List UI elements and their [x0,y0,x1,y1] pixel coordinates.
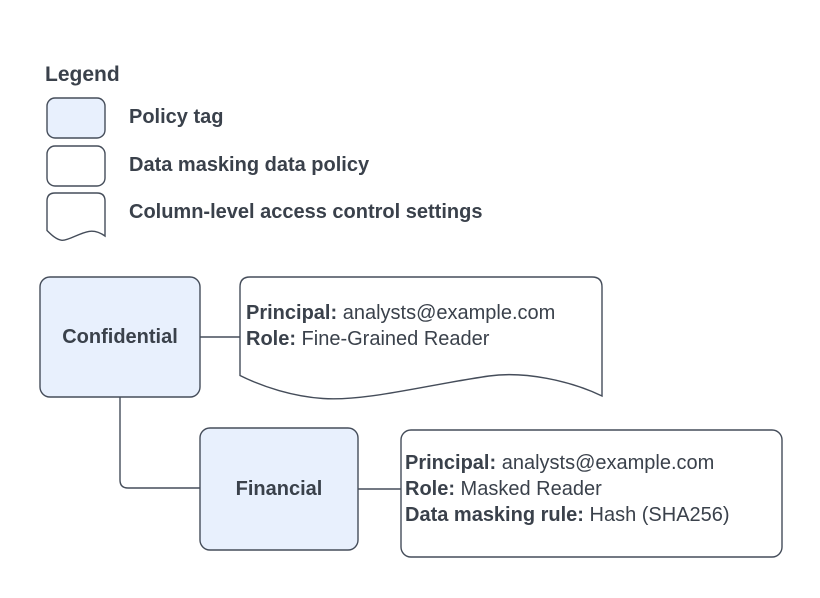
masking-policy-text: Principal: analysts@example.com Role: Ma… [405,450,730,528]
acl-note-role-line: Role: Fine-Grained Reader [246,326,555,352]
confidential-policy-tag-shape [39,276,201,398]
financial-policy-tag-label: Financial [235,477,323,500]
legend-title: Legend [45,63,120,86]
masking-policy-rule-label: Data masking rule: [405,504,584,526]
masking-policy-shape [400,429,783,558]
acl-note-principal-line: Principal: analysts@example.com [246,300,555,326]
confidential-policy-tag-label: Confidential [62,325,178,348]
masking-policy-principal-value: analysts@example.com [496,452,715,474]
legend-policy-tag-swatch [46,97,106,139]
legend-data-masking-policy-swatch [46,145,106,187]
masking-policy-rule-value: Hash (SHA256) [583,504,730,526]
masking-policy-principal-label: Principal: [405,452,497,474]
acl-note-principal-value: analysts@example.com [337,302,556,324]
financial-policy-tag-shape [199,427,359,551]
acl-settings-note-shape [239,276,603,400]
masking-policy-rule-line: Data masking rule: Hash (SHA256) [405,502,730,528]
acl-note-role-value: Fine-Grained Reader [296,328,490,350]
legend-acl-settings-swatch [46,192,106,242]
masking-policy-role-value: Masked Reader [455,478,602,500]
acl-note-role-label: Role: [246,328,296,350]
legend-item-policy-tag-label: Policy tag [129,106,224,128]
legend-item-acl-settings-label: Column-level access control settings [129,201,483,223]
masking-policy-role-label: Role: [405,478,455,500]
acl-note-text: Principal: analysts@example.com Role: Fi… [246,300,555,352]
connector-confidential-to-financial [119,397,200,489]
legend-item-data-masking-policy-label: Data masking data policy [129,154,370,176]
masking-policy-role-line: Role: Masked Reader [405,476,730,502]
acl-note-principal-label: Principal: [246,302,338,324]
masking-policy-principal-line: Principal: analysts@example.com [405,450,730,476]
